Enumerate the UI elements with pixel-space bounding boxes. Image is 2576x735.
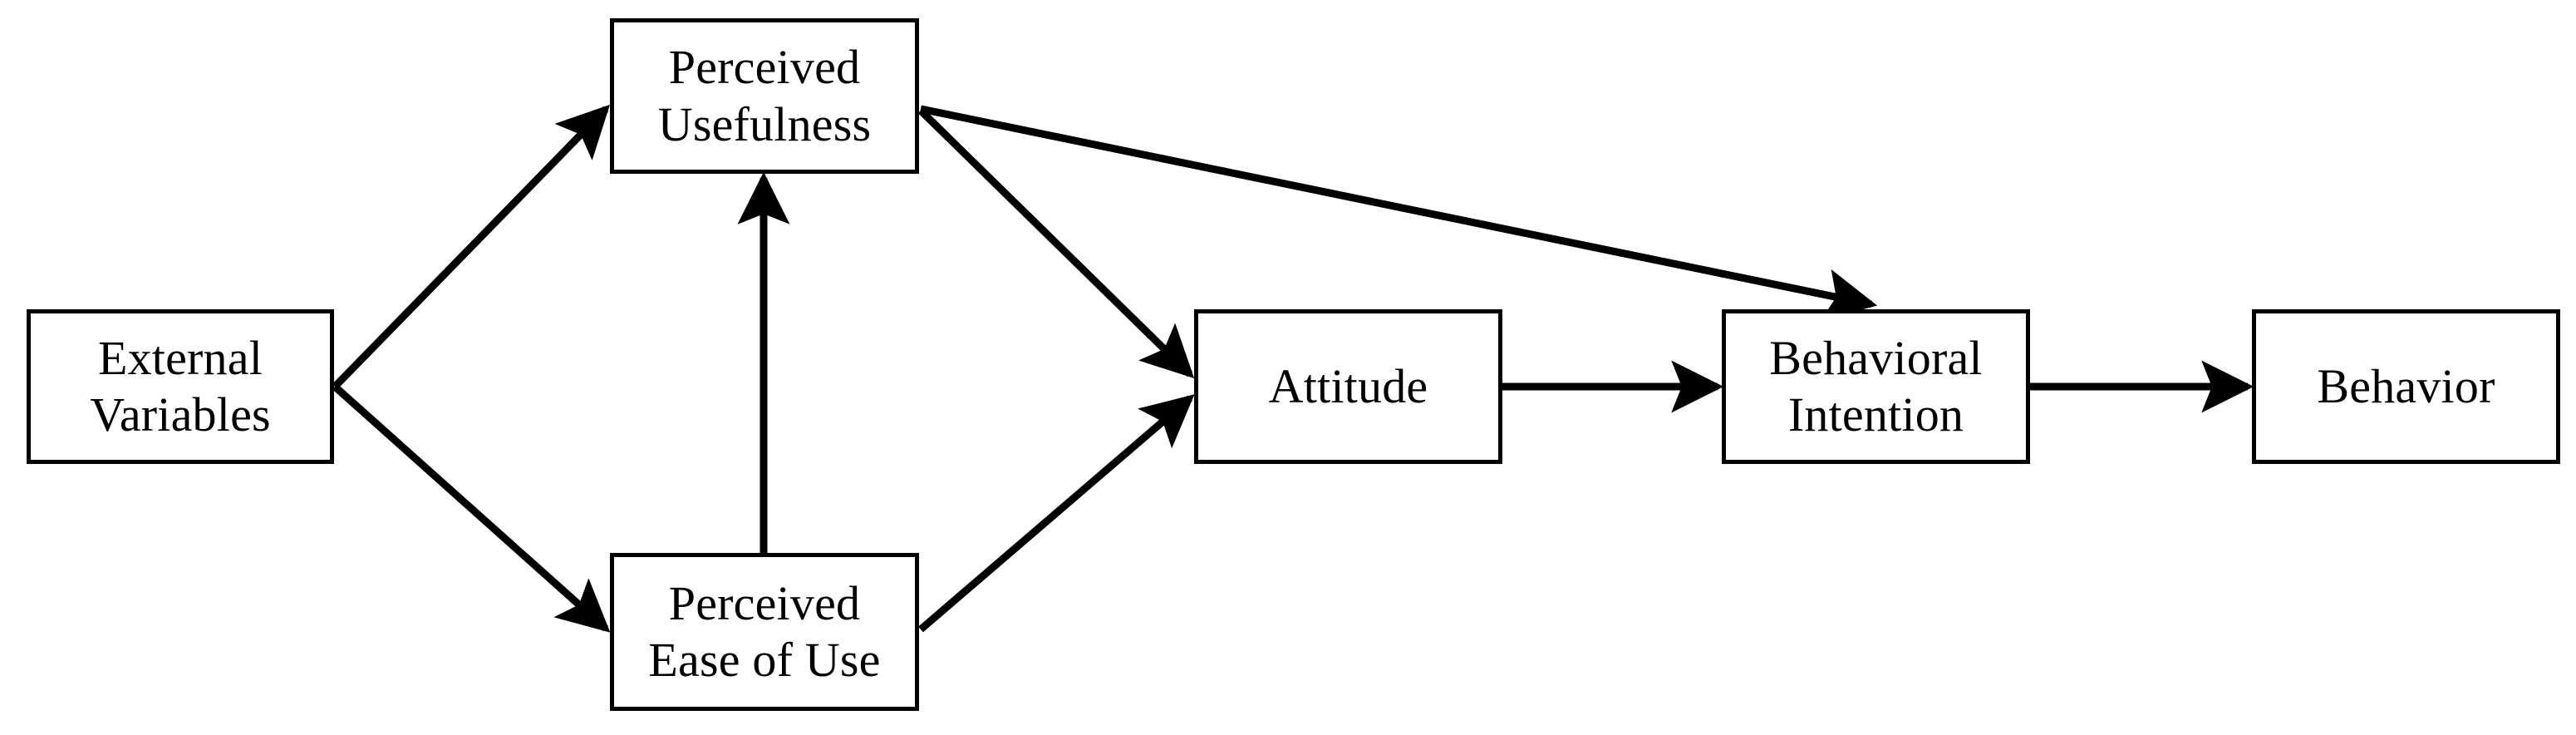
node-label-behavioral-intention: Behavioral Intention [1769,330,1983,441]
edge-perceived-ease-of-use-to-attitude [918,394,1195,633]
node-external-variables[interactable]: External Variables [27,309,334,464]
edge-external-variables-to-perceived-usefulness [332,104,611,390]
node-label-perceived-ease-of-use: Perceived Ease of Use [648,575,881,687]
edge-perceived-usefulness-to-behavioral-intention [920,105,1878,321]
node-behavioral-intention[interactable]: Behavioral Intention [1722,309,2030,464]
node-behavior[interactable]: Behavior [2252,309,2560,464]
edge-external-variables-to-perceived-ease-of-use [332,383,611,633]
node-label-behavior: Behavior [2317,358,2495,413]
edge-group [332,104,2254,633]
edge-perceived-usefulness-to-attitude [917,107,1195,379]
node-perceived-usefulness[interactable]: Perceived Usefulness [610,18,919,174]
node-label-perceived-usefulness: Perceived Usefulness [657,40,872,151]
node-attitude[interactable]: Attitude [1194,309,1502,464]
node-perceived-ease-of-use[interactable]: Perceived Ease of Use [610,553,919,711]
node-label-attitude: Attitude [1268,358,1428,413]
node-label-external-variables: External Variables [90,330,271,441]
